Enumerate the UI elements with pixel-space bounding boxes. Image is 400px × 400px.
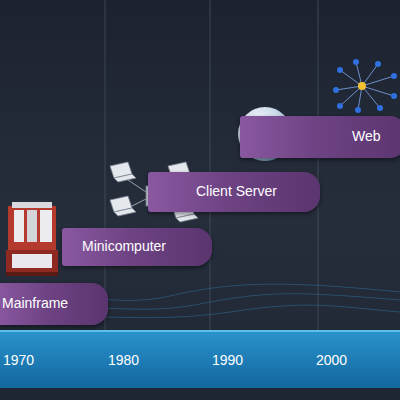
minicomputer-band: Minicomputer — [62, 228, 212, 266]
year-label: 1980 — [108, 353, 139, 367]
era-label: Minicomputer — [82, 239, 166, 254]
year-label: 1990 — [212, 353, 243, 367]
client-server-band: Client Server — [148, 172, 320, 212]
era-label: Mainframe — [2, 296, 68, 311]
timeline-bar — [0, 330, 400, 388]
year-label: 1970 — [3, 353, 34, 367]
grid-lines — [105, 0, 318, 330]
mainframe-icon — [6, 202, 58, 276]
mainframe-band: Mainframe — [0, 283, 108, 325]
network-star-icon — [333, 59, 397, 113]
era-label: Web — [352, 129, 381, 144]
era-label: Client Server — [196, 184, 277, 199]
year-label: 2000 — [316, 353, 347, 367]
timeline-bar-edge — [0, 330, 400, 332]
web-band: Web — [240, 116, 400, 158]
